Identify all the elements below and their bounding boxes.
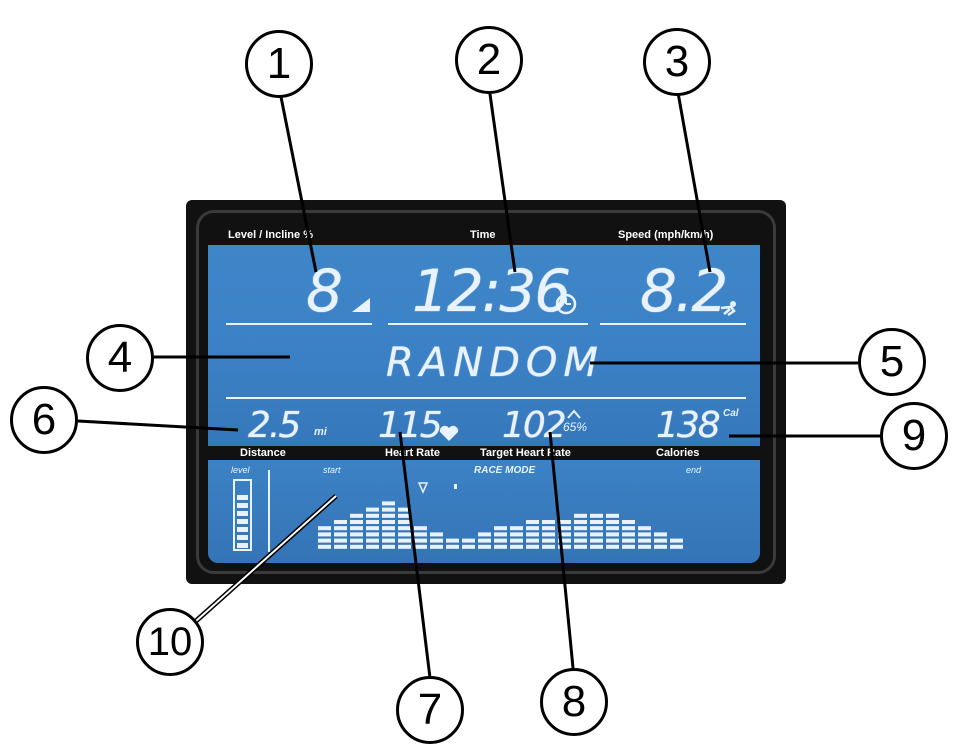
profile-column [638,526,651,549]
profile-column [462,538,475,549]
distance-header: Distance [240,447,286,459]
callout-5: 5 [858,328,926,396]
profile-column [590,513,603,549]
calories-header: Calories [656,447,700,459]
profile-column [670,538,683,549]
callout-4: 4 [86,324,154,392]
speed-readout: 8.2 [640,257,728,325]
target-percent-readout: 65% [563,420,588,434]
program-name-readout: RANDOM [386,340,604,386]
callout-2: 2 [455,26,523,94]
callout-1: 1 [245,30,313,98]
profile-column [398,507,411,549]
level-incline-header: Level / Incline % [228,229,313,241]
heart-rate-header: Heart Rate [385,447,441,459]
race-mode-label: RACE MODE [474,465,536,476]
profile-column [446,538,459,549]
divider-program [226,397,746,399]
profile-column [526,520,539,549]
incline-icon [352,298,370,312]
profile-column [558,520,571,549]
divider-level [226,323,372,325]
profile-column [318,526,331,549]
distance-unit: mi [314,426,327,438]
divider-speed [600,323,746,325]
callout-7: 7 [396,676,464,744]
level-meter-segment [237,519,248,524]
speed-header: Speed (mph/km/h) [618,229,714,241]
profile-column [574,513,587,549]
profile-column [494,526,507,549]
callout-9: 9 [880,402,948,470]
profile-end-label: end [686,465,702,475]
leader-7 [398,431,432,679]
divider-time [388,323,588,325]
calories-unit: Cal [723,408,739,419]
profile-column [366,507,379,549]
distance-readout: 2.5 [248,405,301,446]
profile-start-label: start [323,465,341,475]
profile-column [622,520,635,549]
level-meter-segment [237,511,248,516]
profile-column [382,501,395,549]
profile-column [542,520,555,549]
heart-icon [439,425,459,441]
level-meter-label: level [231,465,250,475]
heart-rate-readout: 115 [378,405,443,446]
main-lcd [208,245,760,446]
clock-icon [555,293,577,315]
target-heart-rate-readout: 102 [502,405,567,446]
runner-icon [720,301,736,316]
leader-3 [675,86,712,273]
leader-6 [77,419,239,432]
profile-column [430,532,443,549]
profile-column [510,526,523,549]
callout-10: 10 [136,608,204,676]
console-bezel [196,210,776,574]
target-heart-rate-header: Target Heart Rate [480,447,571,459]
time-header: Time [470,229,496,241]
target-up-arrow-icon [567,409,581,419]
callout-8: 8 [540,668,608,736]
calories-readout: 138 [656,405,721,446]
profile-column [334,520,347,549]
profile-column [414,526,427,549]
leader-2 [487,86,517,273]
callout-6: 6 [10,386,78,454]
level-readout: 8 [306,257,343,325]
level-meter-segment [237,543,248,548]
callout-3: 3 [643,28,711,96]
leader-8 [548,431,576,679]
level-meter [233,479,252,551]
level-meter-segment [237,527,248,532]
profile-column [654,532,667,549]
current-position-marker [417,482,429,494]
profile-column [606,513,619,549]
leader-1 [277,86,318,273]
pacer-marker [454,484,457,489]
profile-column [350,513,363,549]
time-readout: 12:36 [412,257,571,325]
profile-column [478,532,491,549]
level-meter-segment [237,535,248,540]
level-meter-segment [237,503,248,508]
level-meter-segment [237,495,248,500]
